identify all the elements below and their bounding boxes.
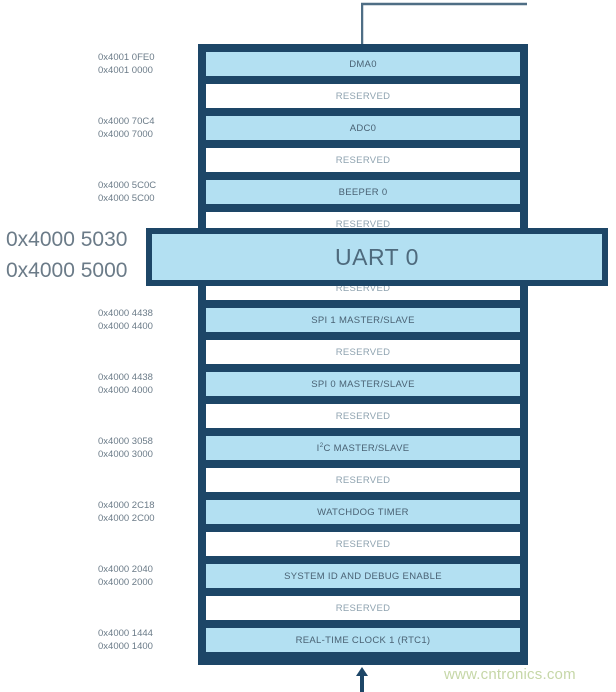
- memory-row-label: RESERVED: [335, 474, 391, 486]
- callout-address-low: 0x4000 5000: [6, 259, 128, 282]
- address-low: 0x4000 1400: [98, 641, 153, 652]
- address-low: 0x4000 5C00: [98, 193, 155, 204]
- memory-row-reserved: RESERVED: [206, 340, 520, 364]
- bottom-arrow-icon: [356, 667, 368, 692]
- memory-row-label: SPI 1 MASTER/SLAVE: [311, 314, 415, 326]
- memory-row-label: DMA0: [349, 58, 377, 70]
- address-high: 0x4000 4438: [98, 308, 153, 319]
- top-leader-line: [361, 2, 527, 46]
- memory-row-label: RESERVED: [335, 282, 391, 294]
- address-low: 0x4000 2C00: [98, 513, 155, 524]
- memory-row-address: 0x4000 70C4 0x4000 7000: [98, 115, 198, 141]
- address-high: 0x4000 2040: [98, 564, 153, 575]
- address-low: 0x4000 4400: [98, 321, 153, 332]
- memory-row-reserved: RESERVED: [206, 468, 520, 492]
- memory-row-address: 0x4000 2C18 0x4000 2C00: [98, 499, 198, 525]
- memory-row-peripheral: SPI 1 MASTER/SLAVE: [206, 308, 520, 332]
- address-low: 0x4001 0000: [98, 65, 153, 76]
- memory-row-reserved: RESERVED: [206, 532, 520, 556]
- address-high: 0x4000 70C4: [98, 116, 155, 127]
- memory-row-label: RESERVED: [335, 410, 391, 422]
- memory-row-label: WATCHDOG TIMER: [317, 506, 409, 518]
- memory-row-label: RESERVED: [335, 90, 391, 102]
- address-high: 0x4000 3058: [98, 436, 153, 447]
- memory-row-peripheral: SYSTEM ID AND DEBUG ENABLE: [206, 564, 520, 588]
- superscript: 2: [319, 441, 324, 449]
- address-low: 0x4000 7000: [98, 129, 153, 140]
- memory-row-address: 0x4000 1444 0x4000 1400: [98, 627, 198, 653]
- memory-row-label: REAL-TIME CLOCK 1 (RTC1): [295, 634, 431, 646]
- memory-row-label: SYSTEM ID AND DEBUG ENABLE: [284, 570, 442, 582]
- address-high: 0x4001 0FE0: [98, 52, 155, 63]
- address-high: 0x4000 4438: [98, 372, 153, 383]
- memory-row-label: I2C MASTER/SLAVE: [316, 441, 410, 454]
- memory-row-address: 0x4000 3058 0x4000 3000: [98, 435, 198, 461]
- memory-row-label: RESERVED: [335, 538, 391, 550]
- memory-row-reserved: RESERVED: [206, 84, 520, 108]
- memory-row-address: 0x4000 5C0C 0x4000 5C00: [98, 179, 198, 205]
- uart0-callout-label: UART 0: [152, 234, 602, 280]
- memory-row-reserved: RESERVED: [206, 596, 520, 620]
- callout-address-high: 0x4000 5030: [6, 228, 128, 251]
- callout-address-label: 0x4000 5030 0x4000 5000: [6, 224, 146, 286]
- memory-row-address: 0x4000 4438 0x4000 4000: [98, 371, 198, 397]
- memory-row-peripheral: BEEPER 0: [206, 180, 520, 204]
- address-high: 0x4000 5C0C: [98, 180, 157, 191]
- memory-row-peripheral: REAL-TIME CLOCK 1 (RTC1): [206, 628, 520, 652]
- memory-row-reserved: RESERVED: [206, 404, 520, 428]
- memory-row-peripheral: DMA0: [206, 52, 520, 76]
- watermark-text: www.cntronics.com: [444, 666, 576, 683]
- memory-row-label: RESERVED: [335, 154, 391, 166]
- memory-row-peripheral: WATCHDOG TIMER: [206, 500, 520, 524]
- address-low: 0x4000 3000: [98, 449, 153, 460]
- address-low: 0x4000 4000: [98, 385, 153, 396]
- memory-row-address: 0x4001 0FE0 0x4001 0000: [98, 51, 198, 77]
- address-high: 0x4000 1444: [98, 628, 153, 639]
- address-high: 0x4000 2C18: [98, 500, 155, 511]
- memory-row-label: RESERVED: [335, 346, 391, 358]
- address-low: 0x4000 2000: [98, 577, 153, 588]
- memory-row-peripheral: SPI 0 MASTER/SLAVE: [206, 372, 520, 396]
- memory-row-label: ADC0: [349, 122, 377, 134]
- memory-row-address: 0x4000 2040 0x4000 2000: [98, 563, 198, 589]
- memory-row-reserved: RESERVED: [206, 148, 520, 172]
- memory-row-peripheral: ADC0: [206, 116, 520, 140]
- memory-row-address: 0x4000 4438 0x4000 4400: [98, 307, 198, 333]
- memory-row-label: SPI 0 MASTER/SLAVE: [311, 378, 415, 390]
- memory-row-label: RESERVED: [335, 218, 391, 230]
- memory-row-label: BEEPER 0: [338, 186, 388, 198]
- memory-row-label: RESERVED: [335, 602, 391, 614]
- memory-row-peripheral: I2C MASTER/SLAVE: [206, 436, 520, 460]
- uart0-callout-box[interactable]: UART 0: [146, 228, 608, 286]
